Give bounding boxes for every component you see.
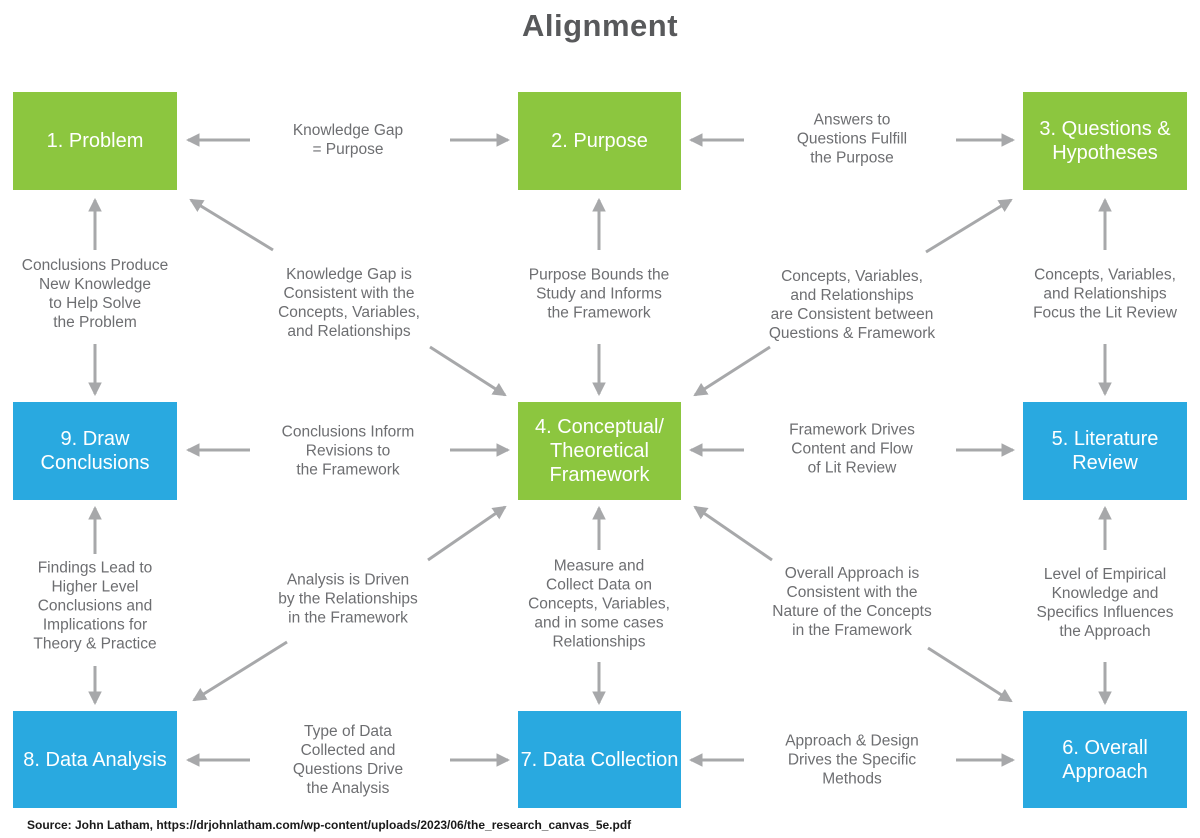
label-level-empirical: Level of Empirical Knowledge and Specifi… [1036,566,1174,640]
node-questions-hypotheses-label: 3. Questions & Hypotheses [1039,118,1171,164]
node-draw-conclusions: 9. Draw Conclusions [13,402,177,500]
arrow [927,646,1013,703]
arrows-knowledge-gap-diagonal [189,198,507,397]
label-answers-fulfill-purpose: Answers to Questions Fulfill the Purpose [796,111,908,167]
label-cvr-consistent-between: Concepts, Variables, and Relationships a… [768,268,936,342]
node-data-collection: 7. Data Collection [518,711,681,808]
arrow [192,640,288,702]
label-conclusions-produce: Conclusions Produce New Knowledge to Hel… [21,257,169,331]
node-problem-label: 1. Problem [46,130,144,152]
label-analysis-driven: Analysis is Driven by the Relationships … [278,571,418,627]
arrow [925,198,1013,254]
node-conceptual-theoretical-framework: 4. Conceptual/ Theoretical Framework [518,402,681,500]
label-measure-collect: Measure and Collect Data on Concepts, Va… [528,557,670,651]
label-purpose-bounds: Purpose Bounds the Study and Informs the… [528,266,670,322]
label-overall-approach-consistent: Overall Approach is Consistent with the … [772,565,932,639]
node-data-analysis: 8. Data Analysis [13,711,177,808]
label-type-of-data: Type of Data Collected and Questions Dri… [292,723,404,797]
node-data-analysis-label: 8. Data Analysis [23,748,167,771]
label-findings-lead: Findings Lead to Higher Level Conclusion… [33,559,157,653]
label-conclusions-inform: Conclusions Inform Revisions to the Fram… [281,423,415,479]
arrows-analysis-framework-diagonal [192,505,507,702]
arrow [427,505,507,562]
node-purpose-label: 2. Purpose [551,130,648,152]
label-framework-drives: Framework Drives Content and Flow of Lit… [789,421,915,477]
label-cvr-focus-lit-review: Concepts, Variables, and Relationships F… [1033,266,1177,322]
node-questions-hypotheses: 3. Questions & Hypotheses [1023,92,1187,190]
node-literature-review-label: 5. Literature Review [1051,428,1159,474]
arrow [693,505,773,562]
node-problem: 1. Problem [13,92,177,190]
label-knowledge-gap-consistent: Knowledge Gap is Consistent with the Con… [278,266,420,340]
node-literature-review: 5. Literature Review [1023,402,1187,500]
node-overall-approach-label: 6. Overall Approach [1062,736,1148,783]
arrow [693,345,771,397]
node-data-collection-label: 7. Data Collection [520,748,679,771]
node-framework-label: 4. Conceptual/ Theoretical Framework [535,416,664,486]
arrows-overallapproach-framework-diagonal [693,505,1013,703]
arrow [429,345,507,397]
label-approach-design: Approach & Design Drives the Specific Me… [785,732,919,788]
node-purpose: 2. Purpose [518,92,681,190]
source-citation: Source: John Latham, https://drjohnlatha… [27,818,632,832]
node-draw-conclusions-label: 9. Draw Conclusions [40,428,150,474]
page-title: Alignment [521,8,679,43]
node-overall-approach: 6. Overall Approach [1023,711,1187,808]
arrows-questions-framework-diagonal [693,198,1013,397]
label-knowledge-gap-purpose: Knowledge Gap = Purpose [292,122,404,158]
arrow [189,198,274,252]
